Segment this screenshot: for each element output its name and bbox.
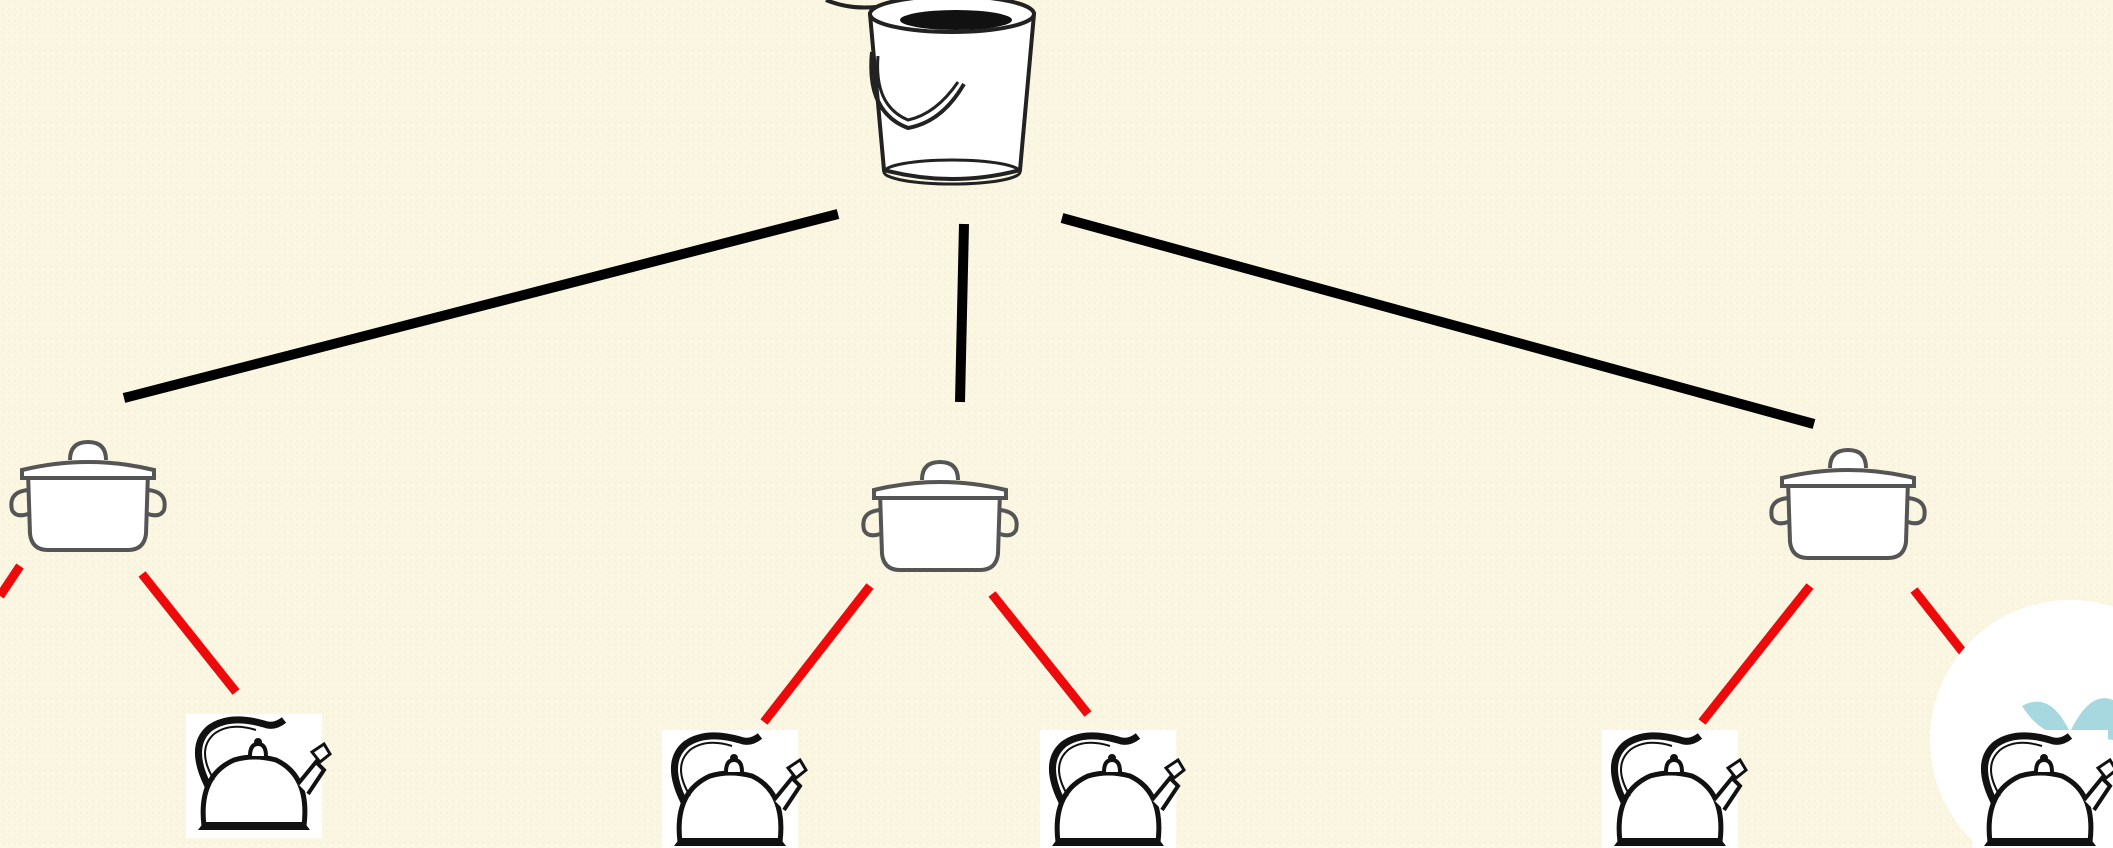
pot-icon xyxy=(1771,450,1924,558)
edge-root-pot-left xyxy=(124,214,838,398)
kettle-icon xyxy=(662,730,806,848)
edge-pot-middle-kettle-left xyxy=(764,586,870,722)
pot-icon xyxy=(863,462,1016,570)
edge-pot-right-kettle-left xyxy=(1702,586,1810,722)
edge-root-pot-right xyxy=(1062,218,1814,424)
kettle-icon xyxy=(186,714,330,838)
edge-pot-middle-kettle-right xyxy=(992,594,1088,714)
bucket-icon xyxy=(870,0,1034,184)
edge-root-pot-middle xyxy=(960,224,964,402)
kettle-icon xyxy=(1040,730,1184,848)
edge-pot-left-kettle xyxy=(142,574,236,692)
kettle-icon xyxy=(1972,730,2113,848)
pot-icon xyxy=(11,442,164,550)
kettle-icon xyxy=(1602,730,1746,848)
edge-pot-left-offscreen xyxy=(0,566,20,596)
